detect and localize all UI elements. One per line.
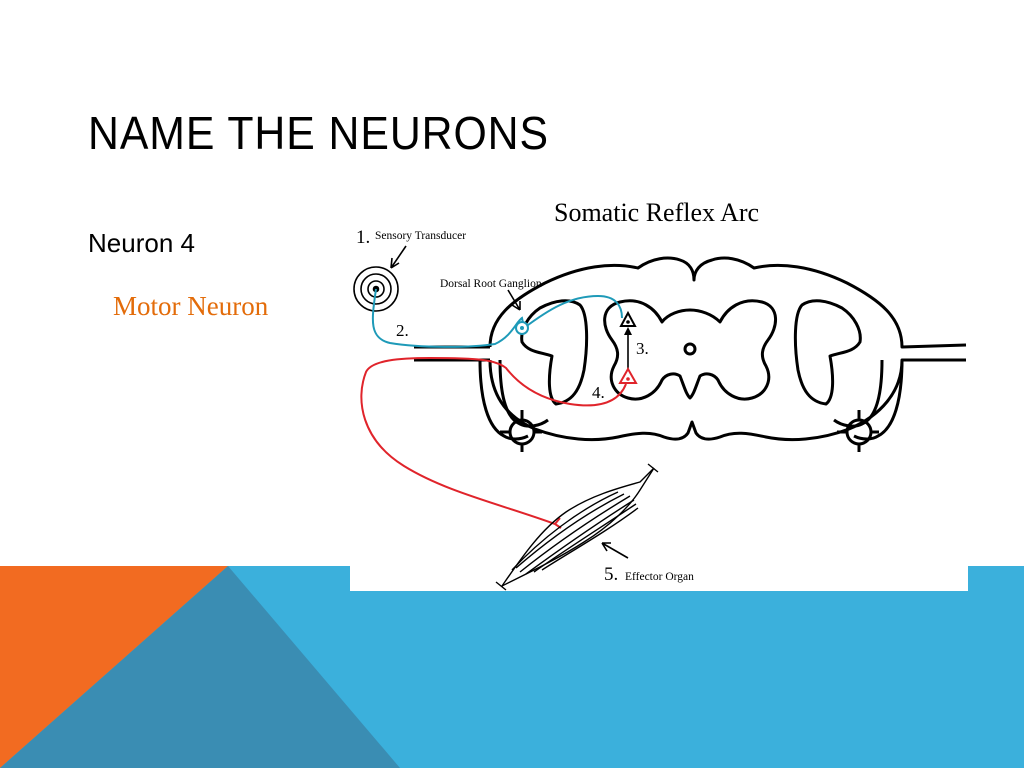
sensory-arrow: [390, 245, 407, 269]
label-3-number: 3.: [636, 339, 649, 358]
motor-neuron-cell-body: [618, 366, 638, 384]
motor-neuron-axon: [360, 356, 627, 525]
annotation-arrows: [390, 245, 629, 559]
label-effector-organ: Effector Organ: [625, 571, 694, 583]
effector-arrow: [601, 542, 629, 559]
slide-title: NAME THE NEURONS: [88, 107, 549, 159]
reflex-arc-figure: Somatic Reflex Arc: [350, 190, 968, 591]
right-white-matter-tract: [793, 299, 862, 406]
left-sympathetic-ganglion: [500, 410, 542, 452]
answer-text: Motor Neuron: [113, 291, 269, 321]
dorsal-root-arrow: [507, 289, 521, 311]
dorsal-root-ganglion-cell: [515, 321, 529, 335]
left-white-matter-tract: [520, 299, 589, 406]
label-2-number: 2.: [396, 321, 409, 340]
dark-blue-triangle: [0, 566, 400, 768]
label-dorsal-root-ganglion: Dorsal Root Ganglion: [440, 278, 542, 290]
sensory-neuron: [371, 288, 623, 348]
interneuron: [619, 310, 637, 370]
label-5-number: 5.: [604, 564, 618, 585]
left-spinal-nerve: [414, 345, 549, 441]
label-1-number: 1.: [356, 227, 370, 248]
central-canal: [683, 342, 697, 356]
right-spinal-nerve: [833, 359, 904, 441]
effector-organ-muscle: [495, 463, 659, 591]
label-4-number: 4.: [592, 383, 605, 402]
reflex-arc-diagram: Somatic Reflex Arc: [353, 198, 967, 591]
label-sensory-transducer: Sensory Transducer: [375, 230, 466, 242]
slide-subtitle: Neuron 4: [88, 228, 195, 258]
figure-title: Somatic Reflex Arc: [554, 198, 759, 227]
gray-matter: [603, 299, 777, 401]
right-sympathetic-ganglion: [837, 410, 879, 452]
